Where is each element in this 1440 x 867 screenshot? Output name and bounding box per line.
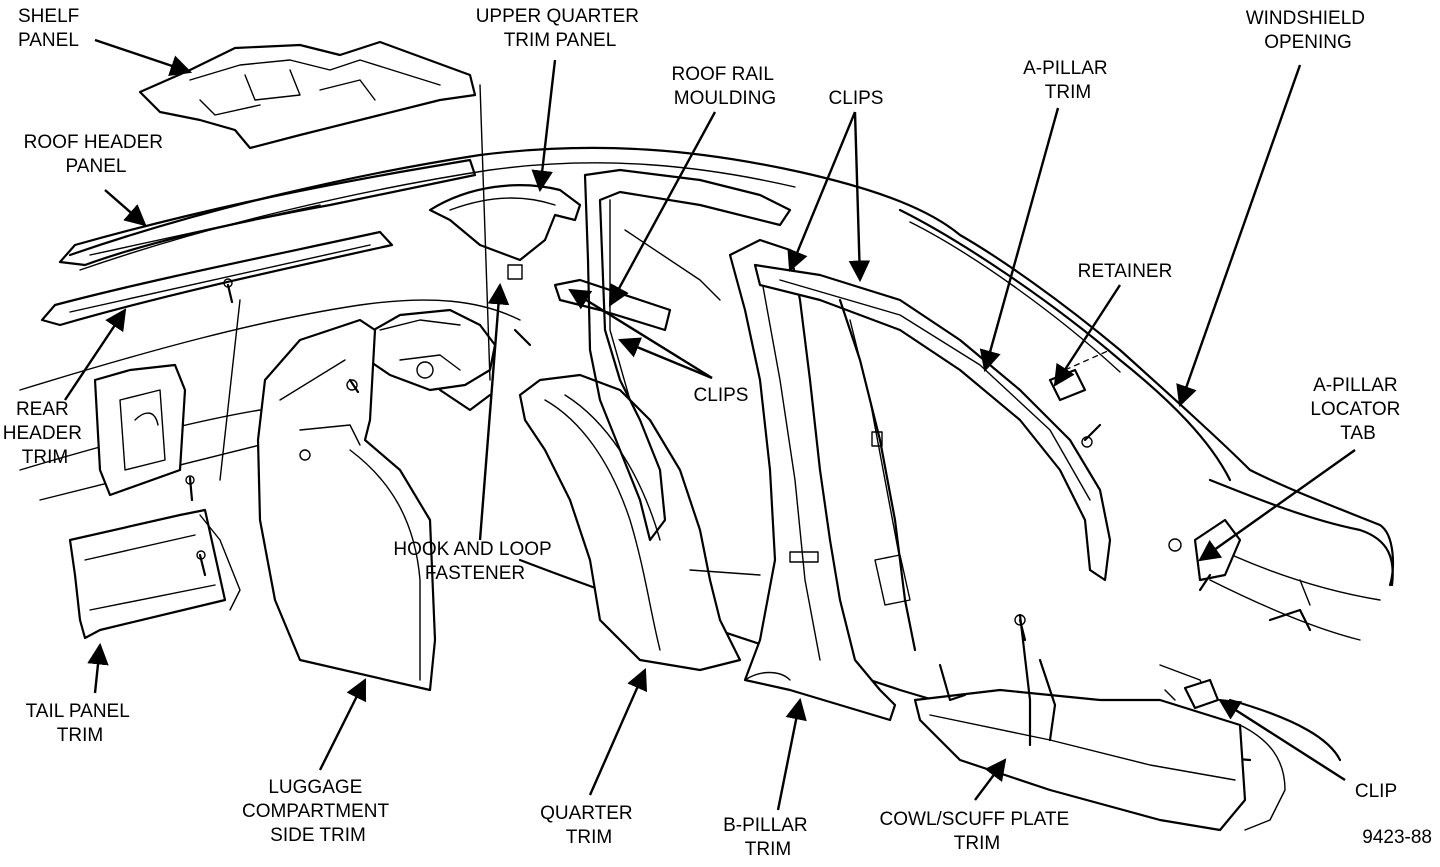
label-tail-panel-trim: TAIL PANEL TRIM <box>26 701 135 746</box>
label-shelf-panel: SHELF PANEL <box>18 6 85 51</box>
label-retainer: RETAINER <box>1078 261 1173 282</box>
a-pillar-trim <box>753 263 1112 652</box>
luggage-compartment-side-trim <box>256 318 437 692</box>
label-cowl-scuff-plate-trim: COWL/SCUFF PLATE TRIM <box>880 809 1075 854</box>
b-pillar-trim <box>728 238 897 722</box>
arrow-hook-loop <box>478 282 510 541</box>
label-a-pillar-locator-tab: A-PILLAR LOCATOR TAB <box>1310 375 1405 444</box>
clip-detail <box>1164 678 1220 710</box>
shelf-panel <box>138 40 477 150</box>
label-hook-and-loop-fastener: HOOK AND LOOP FASTENER <box>393 539 556 584</box>
arrow-clips-top-a <box>787 111 857 272</box>
arrow-clips-mid-a <box>568 288 713 380</box>
cowl-scuff-plate-trim <box>913 613 1286 832</box>
arrow-cowl-scuff <box>974 758 1007 801</box>
arrow-upper-quarter <box>531 59 557 193</box>
leader-arrows <box>64 38 1356 811</box>
arrow-locator-tab <box>1198 449 1356 562</box>
arrow-roof-rail <box>608 111 717 307</box>
label-b-pillar-trim: B-PILLAR TRIM <box>723 815 813 860</box>
label-upper-quarter-trim-panel: UPPER QUARTER TRIM PANEL <box>476 6 645 51</box>
label-clip: CLIP <box>1355 781 1397 802</box>
arrow-clips-mid-b <box>618 337 713 380</box>
arrow-retainer <box>1053 284 1122 387</box>
arrow-b-pillar <box>776 697 807 811</box>
label-windshield-opening: WINDSHIELD OPENING <box>1246 8 1371 53</box>
label-luggage-compartment-side-trim: LUGGAGE COMPARTMENT SIDE TRIM <box>242 777 394 846</box>
arrow-roof-header <box>104 189 147 227</box>
rear-header-trim-bracket <box>93 363 187 497</box>
upper-quarter-trim-panel <box>428 184 582 262</box>
figure-id: 9423-88 <box>1362 827 1432 848</box>
tail-panel-trim <box>68 508 241 640</box>
arrow-windshield <box>1176 64 1302 408</box>
label-clips-mid: CLIPS <box>694 385 749 406</box>
fasteners <box>185 264 1027 642</box>
arrow-a-pillar-trim <box>979 107 1060 373</box>
label-a-pillar-trim: A-PILLAR TRIM <box>1023 58 1113 103</box>
arrow-luggage <box>318 678 367 771</box>
arrow-shelf-panel <box>94 38 193 77</box>
arrow-tail-panel <box>87 642 109 694</box>
labels: SHELF PANEL UPPER QUARTER TRIM PANEL WIN… <box>3 6 1432 860</box>
arrow-quarter-trim <box>588 668 648 796</box>
label-clips-top: CLIPS <box>829 88 884 109</box>
label-rear-header-trim: REAR HEADER TRIM <box>3 399 87 468</box>
arrow-clip <box>1218 698 1346 782</box>
label-roof-rail-moulding: ROOF RAIL MOULDING <box>672 64 779 109</box>
arrow-clips-top-b <box>848 111 871 283</box>
label-roof-header-panel: ROOF HEADER PANEL <box>24 132 169 177</box>
arrow-rear-header <box>64 308 127 401</box>
a-pillar-locator-tab-detail <box>1168 518 1242 592</box>
rear-shelf-bracket <box>363 308 497 412</box>
label-quarter-trim: QUARTER TRIM <box>540 803 638 848</box>
